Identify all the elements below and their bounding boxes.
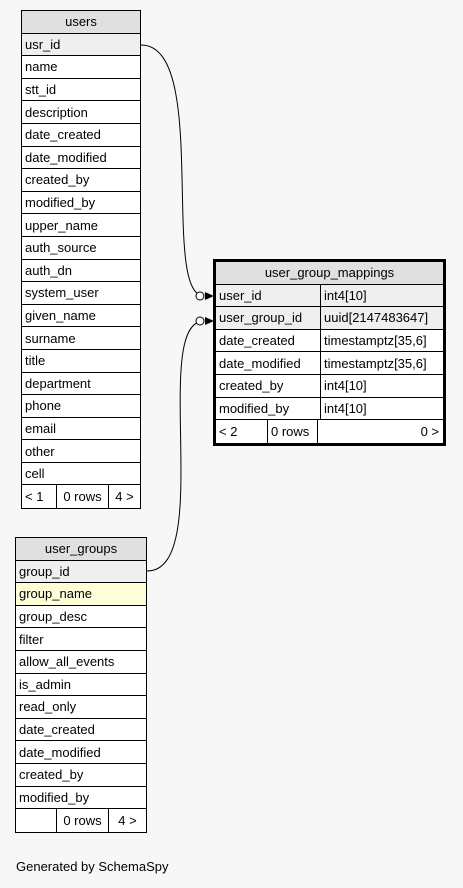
column-row[interactable]: created_by int4[10] xyxy=(216,374,443,398)
column-type: uuid[2147483647] xyxy=(320,307,443,329)
column-row[interactable]: surname xyxy=(22,327,140,350)
row-count: 0 rows xyxy=(56,485,108,509)
column-name: user_group_id xyxy=(219,310,303,326)
table-footer: < 1 0 rows 4 > xyxy=(22,485,140,509)
column-row[interactable]: stt_id xyxy=(22,78,140,102)
column-row[interactable]: system_user xyxy=(22,282,140,305)
column-row[interactable]: description xyxy=(22,101,140,124)
column-name: user_id xyxy=(219,287,262,303)
column-row[interactable]: auth_source xyxy=(22,236,140,260)
column-type: int4[10] xyxy=(320,284,443,307)
parents-count[interactable]: < 2 xyxy=(219,423,238,439)
column-name: created_by xyxy=(219,378,284,394)
table-title[interactable]: users xyxy=(22,11,140,34)
generated-by-label: Generated by SchemaSpy xyxy=(16,859,169,874)
column-row[interactable]: name xyxy=(22,56,140,79)
column-row[interactable]: given_name xyxy=(22,304,140,328)
column-type: int4[10] xyxy=(320,397,443,420)
table-footer: 0 rows 4 > xyxy=(16,809,146,832)
column-row[interactable]: auth_dn xyxy=(22,259,140,283)
row-count: 0 rows xyxy=(56,809,108,832)
user-group-mappings-table[interactable]: user_group_mappings user_id int4[10] use… xyxy=(213,259,446,446)
column-row[interactable]: date_created xyxy=(16,718,146,742)
column-type: timestamptz[35,6] xyxy=(320,329,443,352)
column-row[interactable]: date_created xyxy=(22,123,140,147)
column-type: int4[10] xyxy=(320,374,443,397)
table-title[interactable]: user_groups xyxy=(16,538,146,561)
column-row[interactable]: created_by xyxy=(16,763,146,787)
relation-end-circle-user-id xyxy=(195,291,205,301)
column-row[interactable]: modified_by xyxy=(16,786,146,810)
column-row[interactable]: phone xyxy=(22,395,140,418)
column-row[interactable]: usr_id xyxy=(22,33,140,57)
column-name: date_modified xyxy=(219,355,301,371)
column-row[interactable]: group_name xyxy=(16,583,146,606)
column-row[interactable]: cell xyxy=(22,462,140,486)
column-row[interactable]: title xyxy=(22,349,140,373)
column-row[interactable]: read_only xyxy=(16,696,146,719)
children-count[interactable]: 4 > xyxy=(108,485,140,509)
column-name: modified_by xyxy=(219,400,290,416)
users-table[interactable]: users usr_id name stt_id description dat… xyxy=(21,10,141,510)
column-row[interactable]: modified_by int4[10] xyxy=(216,397,443,421)
column-name: date_created xyxy=(219,333,295,349)
relation-users-to-mappings xyxy=(140,44,205,297)
relation-end-circle-user-group-id xyxy=(195,316,205,326)
column-row[interactable]: other xyxy=(22,440,140,463)
column-row[interactable]: date_modified timestamptz[35,6] xyxy=(216,352,443,375)
children-count[interactable]: 4 > xyxy=(108,809,146,832)
row-count: 0 rows xyxy=(267,420,317,443)
column-row[interactable]: is_admin xyxy=(16,673,146,697)
table-title[interactable]: user_group_mappings xyxy=(216,262,443,285)
column-row[interactable]: user_group_id uuid[2147483647] xyxy=(216,307,443,330)
column-row[interactable]: group_desc xyxy=(16,605,146,629)
column-row[interactable]: modified_by xyxy=(22,191,140,215)
column-row[interactable]: user_id int4[10] xyxy=(216,284,443,308)
parents-count[interactable]: < 1 xyxy=(25,489,44,505)
column-row[interactable]: allow_all_events xyxy=(16,650,146,674)
column-row[interactable]: filter xyxy=(16,628,146,651)
table-footer: < 2 0 rows 0 > xyxy=(216,420,443,443)
user-groups-table[interactable]: user_groups group_id group_name group_de… xyxy=(15,537,147,833)
crowfoot-user-id xyxy=(205,292,214,300)
column-row[interactable]: group_id xyxy=(16,560,146,584)
column-type: timestamptz[35,6] xyxy=(320,352,443,374)
column-row[interactable]: date_modified xyxy=(22,146,140,170)
column-row[interactable]: date_modified xyxy=(16,741,146,764)
children-count[interactable]: 0 > xyxy=(317,420,443,443)
column-row[interactable]: email xyxy=(22,417,140,441)
column-row[interactable]: date_created timestamptz[35,6] xyxy=(216,329,443,353)
relation-user-groups-to-mappings xyxy=(146,320,205,572)
column-row[interactable]: upper_name xyxy=(22,214,140,237)
column-row[interactable]: department xyxy=(22,372,140,396)
parents-count[interactable] xyxy=(16,809,56,832)
crowfoot-user-group-id xyxy=(205,317,214,325)
column-row[interactable]: created_by xyxy=(22,169,140,192)
